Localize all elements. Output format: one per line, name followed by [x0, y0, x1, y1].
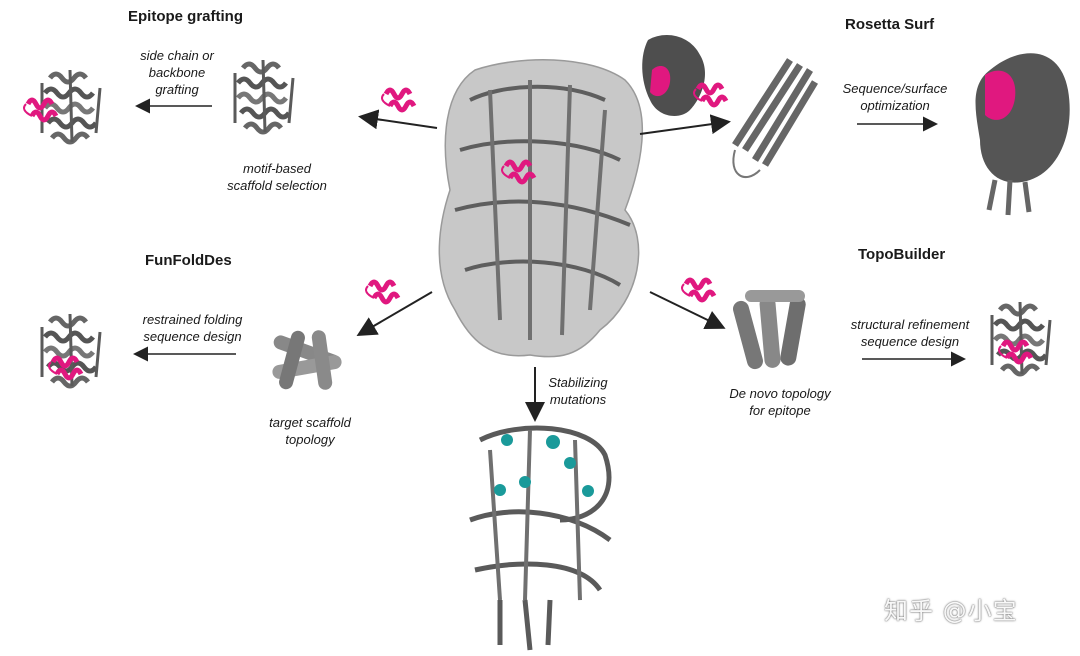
title-topobuilder: TopoBuilder: [858, 246, 945, 263]
central-protein-complex: [439, 60, 642, 357]
caption-denovo-topology: De novo topology for epitope: [715, 385, 845, 419]
surface-epitope-protein: [642, 35, 705, 116]
caption-graft-method: side chain or backbone grafting: [122, 47, 232, 98]
topobuilder-designed-protein: [992, 302, 1050, 374]
scaffold-selected-structure: [235, 60, 293, 132]
epitope-motif-icon: [366, 282, 398, 302]
caption-surface-optimization: Sequence/surface optimization: [830, 80, 960, 114]
epitope-motif-icon: [382, 90, 414, 110]
stabilized-protein-complex: [470, 428, 610, 650]
arrow-to-rosetta-surf: [640, 122, 727, 134]
arrow-to-topobuilder: [650, 292, 722, 327]
epitope-motif-icon: [682, 280, 714, 300]
caption-stabilizing-mutations: Stabilizing mutations: [537, 374, 619, 408]
target-topology-cylinders: [271, 329, 342, 391]
grafted-scaffold-structure: [24, 70, 100, 142]
title-epitope-grafting: Epitope grafting: [128, 8, 243, 25]
denovo-topology-cylinders: [731, 290, 807, 371]
optimized-surface-protein: [976, 53, 1070, 215]
helical-scaffold-structure: [733, 60, 815, 177]
funfolddes-designed-protein: [42, 314, 100, 386]
caption-folding-design: restrained folding sequence design: [125, 311, 260, 345]
title-funfolddes: FunFoldDes: [145, 252, 232, 269]
caption-target-topology: target scaffold topology: [255, 414, 365, 448]
arrow-to-scaffold-selection: [362, 117, 437, 128]
caption-scaffold-selection: motif-based scaffold selection: [212, 160, 342, 194]
watermark: 知乎 @小宝: [884, 591, 1018, 626]
title-rosetta-surf: Rosetta Surf: [845, 16, 934, 33]
caption-refinement: structural refinement sequence design: [835, 316, 985, 350]
